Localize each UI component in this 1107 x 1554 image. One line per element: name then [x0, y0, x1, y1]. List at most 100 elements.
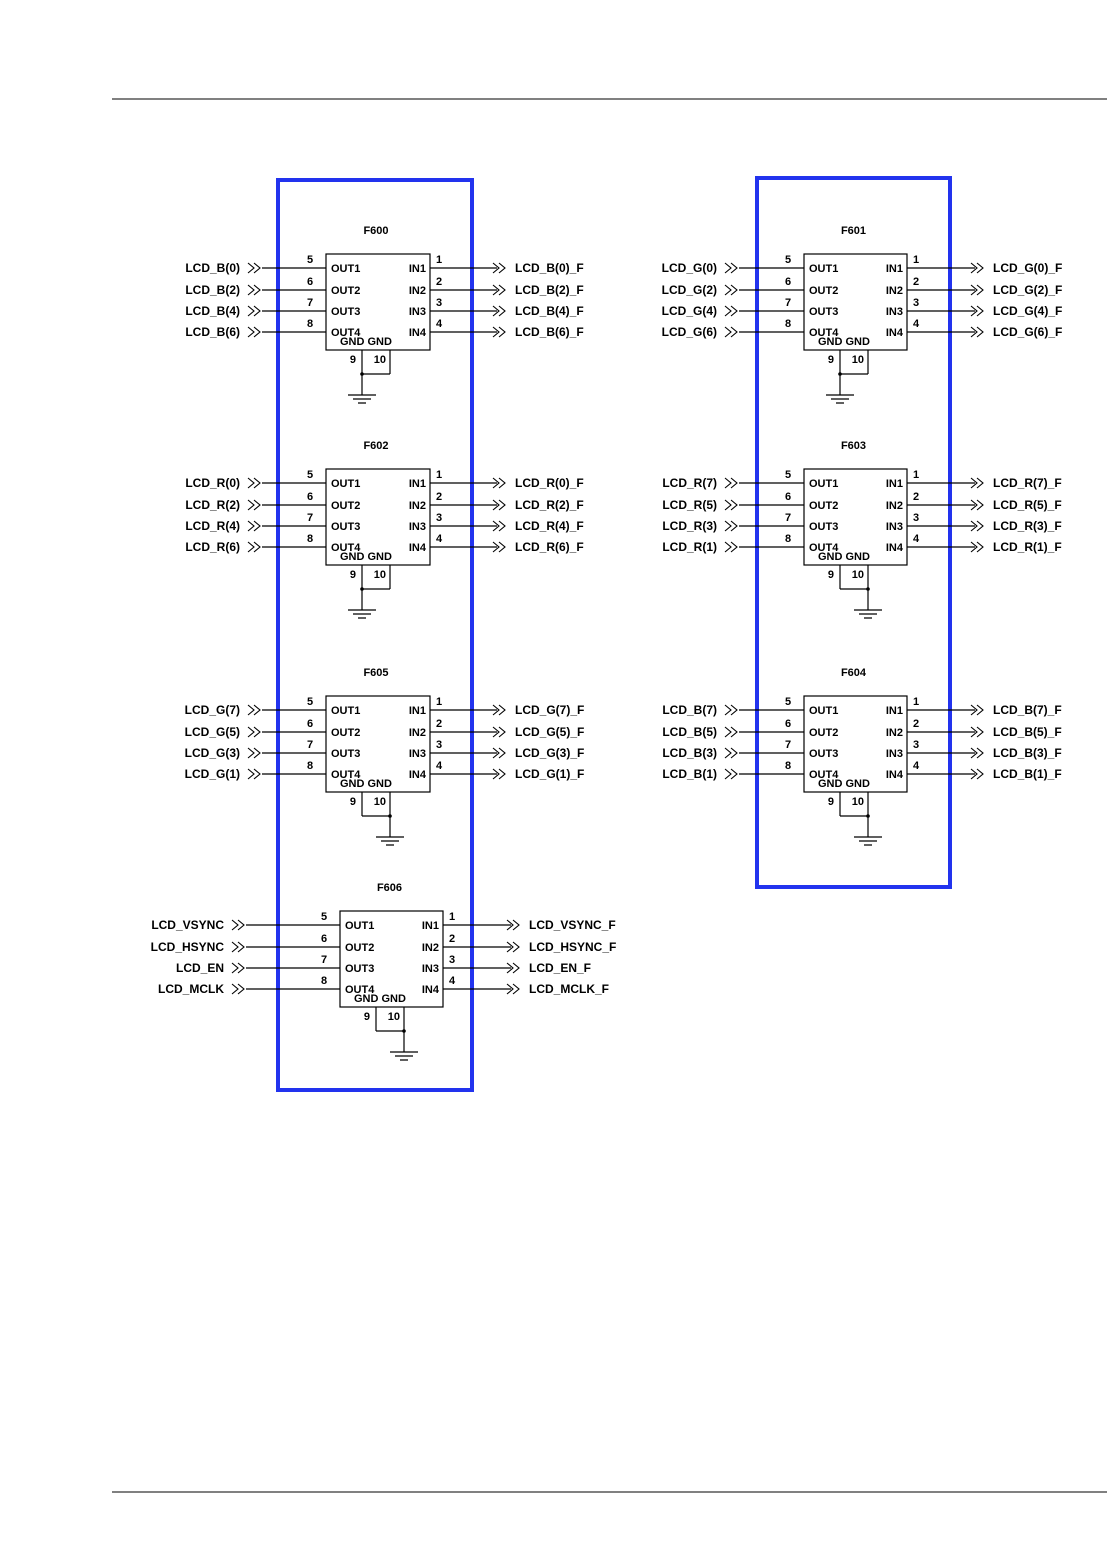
- net-label-lcd-b-0: LCD_B(0): [185, 261, 240, 275]
- net-label-lcd-g-0: LCD_G(0): [662, 261, 717, 275]
- pin-name-gnd: GND GND: [340, 778, 392, 790]
- ground-icon: [826, 394, 854, 404]
- net-port-icon: [724, 704, 738, 716]
- pin-number: 1: [913, 696, 919, 708]
- pin-number: 5: [307, 254, 313, 266]
- net-label-lcd-b-0-f: LCD_B(0)_F: [515, 261, 584, 275]
- net-port-icon: [506, 962, 520, 974]
- net-label-lcd-g-2: LCD_G(2): [662, 283, 717, 297]
- pin-number: 7: [307, 512, 313, 524]
- pin-name-out3: OUT3: [331, 306, 360, 318]
- net-port-icon: [492, 704, 506, 716]
- net-port-icon: [492, 326, 506, 338]
- pin-number: 7: [321, 954, 327, 966]
- pin-name-out2: OUT2: [809, 285, 838, 297]
- pin-number: 8: [307, 318, 313, 330]
- net-port-icon: [231, 983, 245, 995]
- net-label-lcd-g-2-f: LCD_G(2)_F: [993, 283, 1062, 297]
- ground-icon: [854, 609, 882, 619]
- pin-name-in2: IN2: [422, 942, 439, 954]
- pin-number: 7: [785, 739, 791, 751]
- net-port-icon: [506, 983, 520, 995]
- pin-name-out2: OUT2: [331, 727, 360, 739]
- pin-number: 10: [852, 796, 864, 808]
- net-label-lcd-mclk: LCD_MCLK: [158, 982, 224, 996]
- pin-number: 9: [364, 1011, 370, 1023]
- net-port-icon: [247, 262, 261, 274]
- net-label-lcd-vsync: LCD_VSYNC: [151, 918, 224, 932]
- net-label-lcd-b-3-f: LCD_B(3)_F: [993, 746, 1062, 760]
- pin-name-in3: IN3: [409, 306, 426, 318]
- net-label-lcd-g-0-f: LCD_G(0)_F: [993, 261, 1062, 275]
- pin-name-in2: IN2: [886, 500, 903, 512]
- pin-number: 6: [785, 491, 791, 503]
- net-label-lcd-g-3-f: LCD_G(3)_F: [515, 746, 584, 760]
- pin-name-out4: OUT4: [809, 769, 839, 781]
- pin-number: 8: [321, 975, 327, 987]
- pin-name-out1: OUT1: [345, 920, 374, 932]
- net-port-icon: [247, 747, 261, 759]
- pin-name-out3: OUT3: [809, 521, 838, 533]
- chip-body: [325, 695, 431, 793]
- net-port-icon: [247, 326, 261, 338]
- pin-number: 1: [436, 696, 442, 708]
- net-port-icon: [506, 919, 520, 931]
- pin-name-in4: IN4: [422, 984, 440, 996]
- net-port-icon: [492, 726, 506, 738]
- pin-number: 2: [913, 718, 919, 730]
- pin-number: 6: [785, 276, 791, 288]
- net-port-icon: [970, 747, 984, 759]
- net-port-icon: [492, 541, 506, 553]
- chip-body: [803, 468, 908, 566]
- net-label-lcd-hsync: LCD_HSYNC: [151, 940, 225, 954]
- net-label-lcd-r-2: LCD_R(2): [185, 498, 240, 512]
- pin-name-out3: OUT3: [331, 748, 360, 760]
- pin-number: 8: [307, 533, 313, 545]
- pin-number: 5: [307, 696, 313, 708]
- net-label-lcd-r-6: LCD_R(6): [185, 540, 240, 554]
- pin-number: 5: [785, 469, 791, 481]
- pin-name-out3: OUT3: [809, 748, 838, 760]
- net-port-icon: [970, 499, 984, 511]
- net-port-icon: [970, 768, 984, 780]
- net-label-lcd-b-2-f: LCD_B(2)_F: [515, 283, 584, 297]
- pin-name-in1: IN1: [409, 705, 426, 717]
- pin-number: 3: [913, 297, 919, 309]
- net-label-lcd-g-6: LCD_G(6): [662, 325, 717, 339]
- net-port-icon: [247, 768, 261, 780]
- chip-refdes: F602: [363, 440, 388, 452]
- net-port-icon: [724, 747, 738, 759]
- pin-number: 6: [321, 933, 327, 945]
- pin-number: 5: [321, 911, 327, 923]
- pin-name-out2: OUT2: [331, 500, 360, 512]
- chip-refdes: F606: [377, 882, 402, 894]
- pin-name-in2: IN2: [409, 285, 426, 297]
- pin-name-out1: OUT1: [331, 478, 360, 490]
- pin-number: 9: [350, 796, 356, 808]
- pin-number: 10: [374, 796, 386, 808]
- pin-name-in4: IN4: [886, 542, 904, 554]
- net-port-icon: [970, 262, 984, 274]
- net-label-lcd-g-5-f: LCD_G(5)_F: [515, 725, 584, 739]
- net-label-lcd-b-7-f: LCD_B(7)_F: [993, 703, 1062, 717]
- net-label-lcd-g-1: LCD_G(1): [185, 767, 240, 781]
- chip-refdes: F604: [841, 667, 867, 679]
- net-port-icon: [724, 284, 738, 296]
- net-label-lcd-b-2: LCD_B(2): [185, 283, 240, 297]
- net-label-lcd-hsync-f: LCD_HSYNC_F: [529, 940, 616, 954]
- pin-number: 10: [852, 569, 864, 581]
- net-label-lcd-g-5: LCD_G(5): [185, 725, 240, 739]
- pin-number: 2: [913, 491, 919, 503]
- pin-name-in1: IN1: [886, 705, 903, 717]
- net-label-lcd-b-5-f: LCD_B(5)_F: [993, 725, 1062, 739]
- pin-name-out1: OUT1: [809, 478, 838, 490]
- chip-refdes: F600: [363, 225, 388, 237]
- highlight-box-right: [755, 176, 952, 889]
- net-label-lcd-b-6-f: LCD_B(6)_F: [515, 325, 584, 339]
